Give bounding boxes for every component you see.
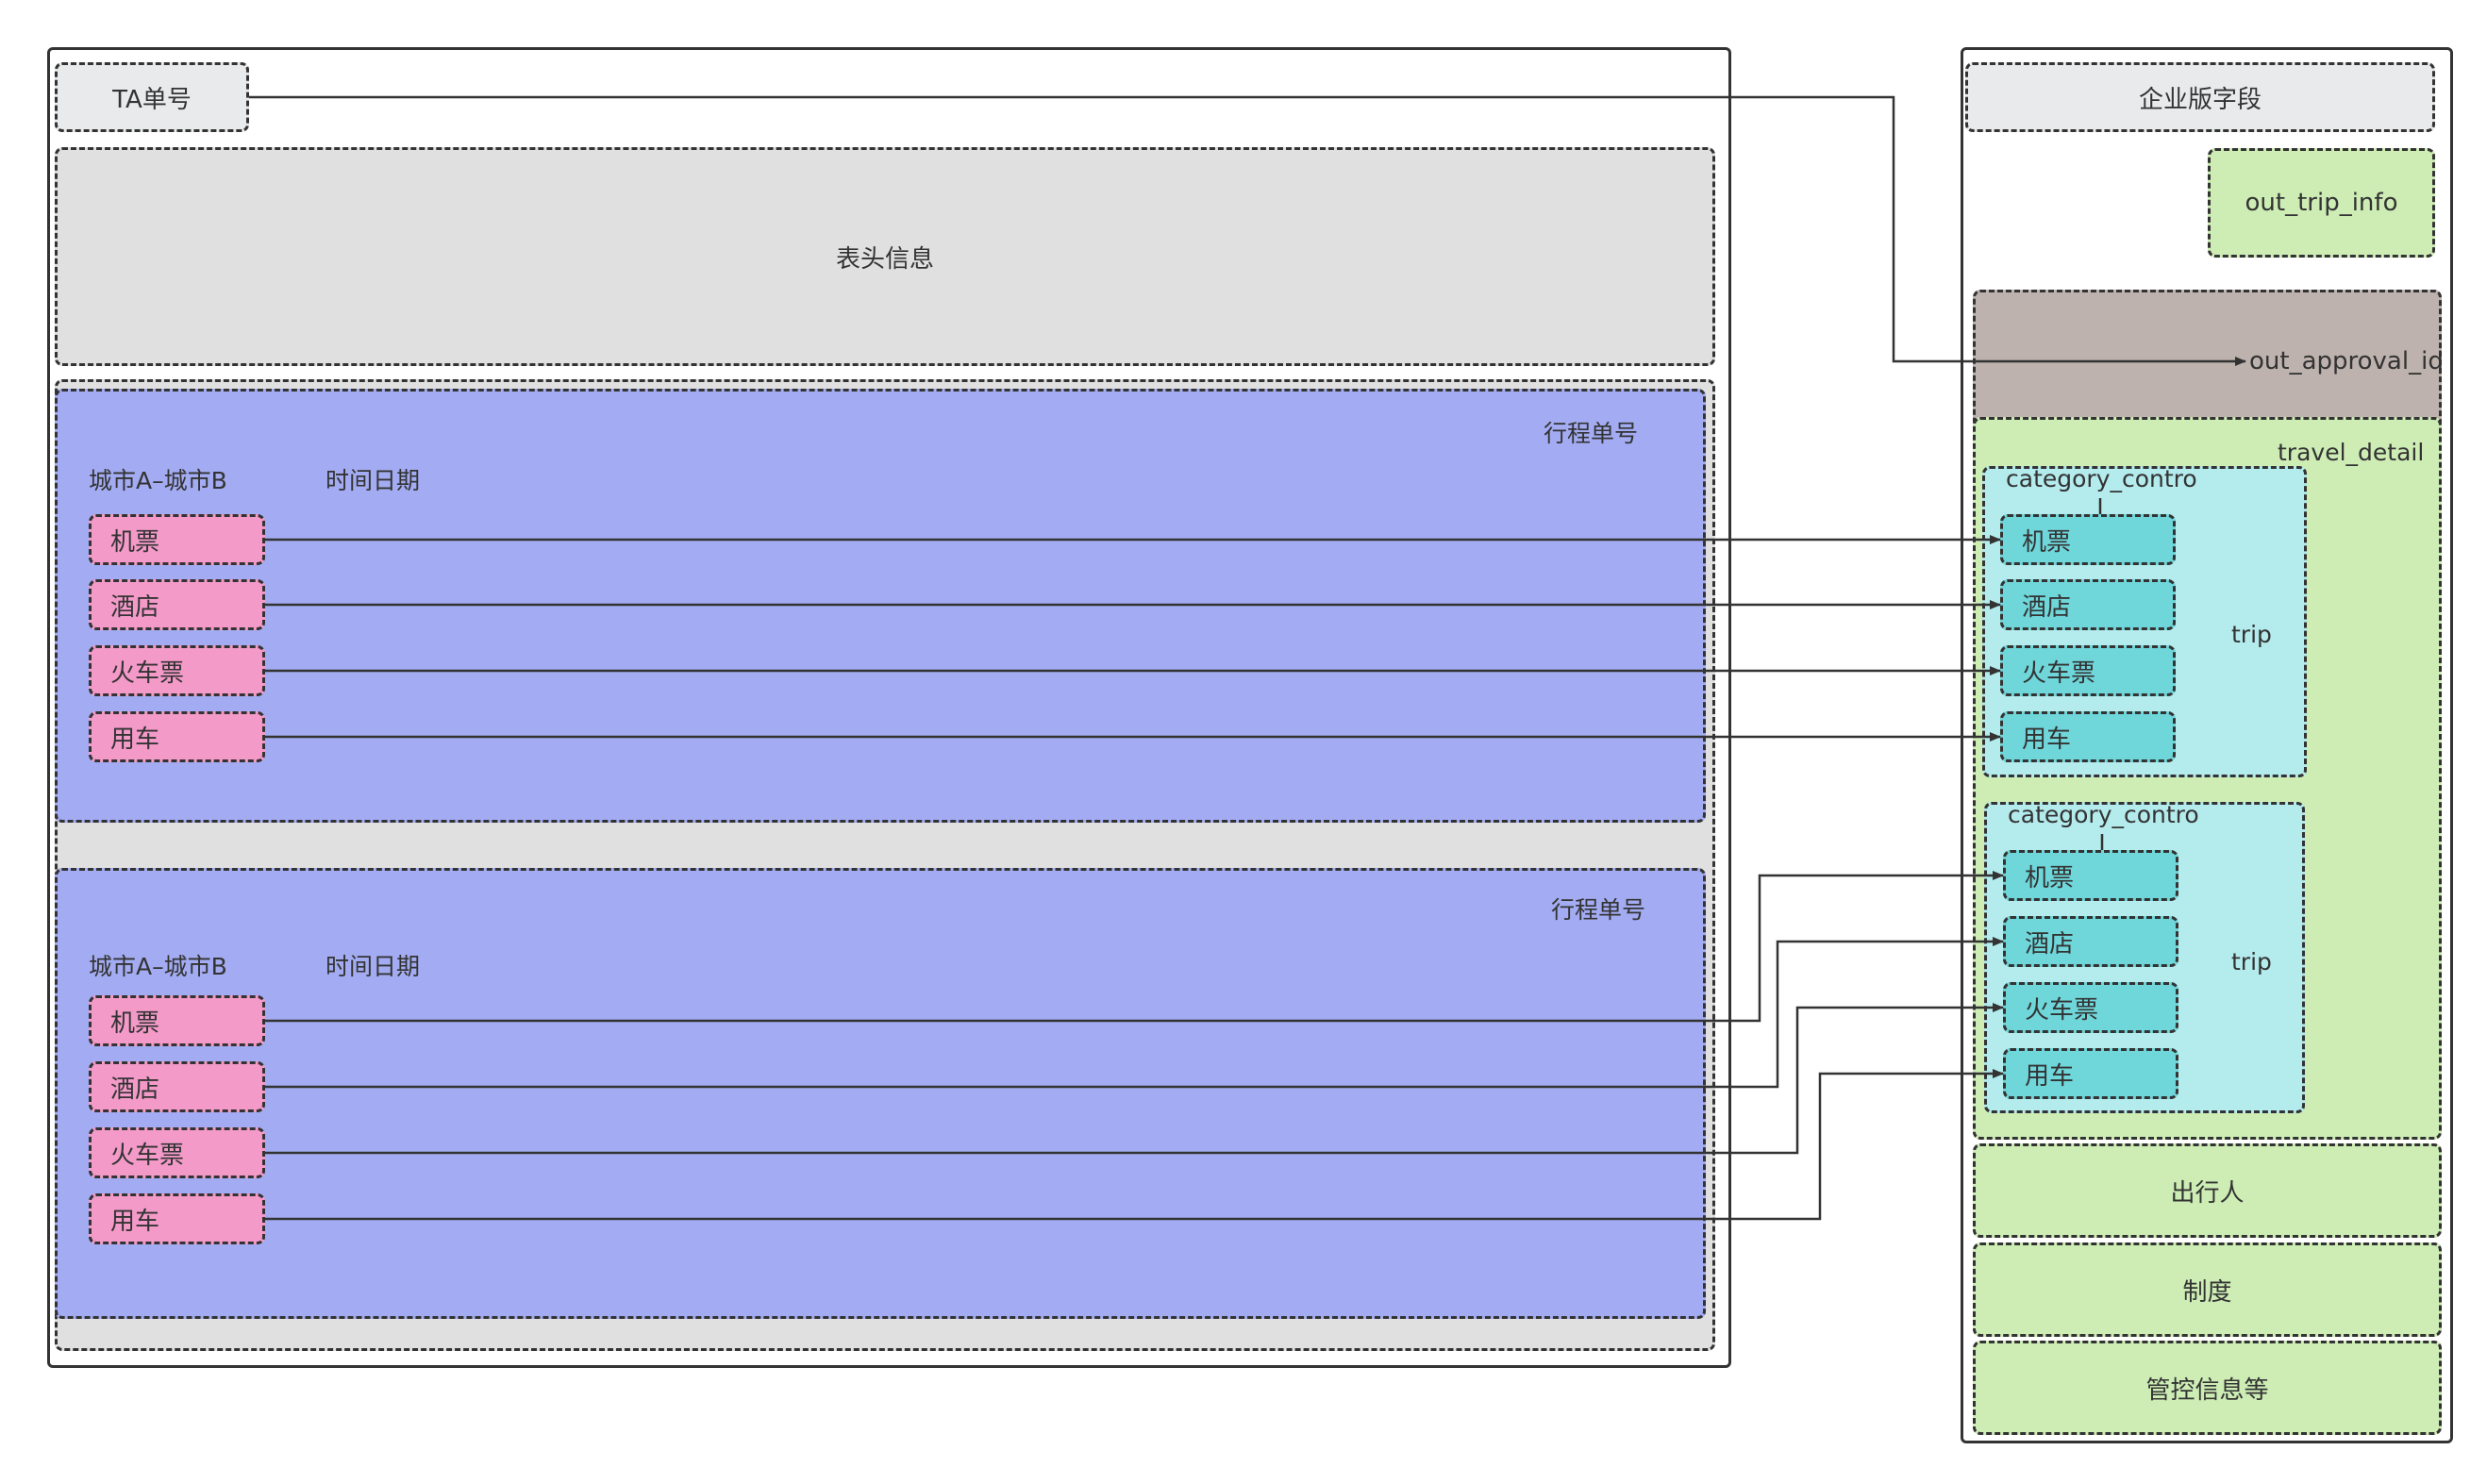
train-connector-2 xyxy=(265,1003,2004,1155)
right-trip-1-item-car: 用车 xyxy=(2000,711,2176,762)
out-approval-id-box xyxy=(1973,290,2442,429)
trip-1-date: 时间日期 xyxy=(325,467,421,494)
ta-number-label: TA单号 xyxy=(112,85,192,114)
trip-2-route: 城市A–城市B xyxy=(89,953,227,980)
right-trip-1-item-hotel: 酒店 xyxy=(2000,579,2176,630)
item-label: 用车 xyxy=(2022,725,2072,754)
ta-to-approval-connector xyxy=(249,95,2246,366)
trip-1-item-flight: 机票 xyxy=(89,514,265,565)
ta-number-box: TA单号 xyxy=(55,62,249,132)
trip-1-route: 城市A–城市B xyxy=(89,467,227,494)
out-trip-info-label: out_trip_info xyxy=(2245,189,2398,217)
trip-2-item-car: 用车 xyxy=(89,1193,265,1244)
traveler-box: 出行人 xyxy=(1973,1143,2442,1238)
item-label: 火车票 xyxy=(110,659,185,688)
trip-1-number-label: 行程单号 xyxy=(1544,420,1639,447)
policy-label: 制度 xyxy=(2182,1277,2232,1307)
item-label: 火车票 xyxy=(110,1141,185,1170)
item-label: 机票 xyxy=(110,527,160,557)
item-label: 用车 xyxy=(110,725,160,754)
trip-1-item-car: 用车 xyxy=(89,711,265,762)
control-info-box: 管控信息等 xyxy=(1973,1341,2442,1435)
item-label: 火车票 xyxy=(2022,659,2096,688)
out-approval-id-label: out_approval_id xyxy=(2249,347,2444,375)
hotel-connector-2 xyxy=(265,937,2004,1089)
item-label: 酒店 xyxy=(2025,929,2075,959)
trip-2-item-flight: 机票 xyxy=(89,995,265,1046)
control-info-label: 管控信息等 xyxy=(2145,1376,2269,1405)
flight-connector-2 xyxy=(265,871,2004,1023)
item-label: 机票 xyxy=(2022,527,2072,557)
right-trip-1-label: trip xyxy=(2231,621,2272,648)
item-label: 用车 xyxy=(110,1207,160,1236)
travel-detail-label: travel_detail xyxy=(2278,439,2425,466)
item-label: 酒店 xyxy=(2022,592,2072,622)
trip-block-2 xyxy=(55,868,1706,1319)
ta-panel xyxy=(47,47,1731,1368)
right-trip-2-item-car: 用车 xyxy=(2003,1048,2178,1099)
trip-2-number-label: 行程单号 xyxy=(1551,896,1646,924)
right-trip-1-item-flight: 机票 xyxy=(2000,514,2176,565)
header-info-box: 表头信息 xyxy=(55,147,1715,366)
trip-2-item-hotel: 酒店 xyxy=(89,1061,265,1112)
right-trip-2-label: trip xyxy=(2231,948,2272,975)
right-trip-2-item-flight: 机票 xyxy=(2003,850,2178,901)
trip-1-item-train: 火车票 xyxy=(89,645,265,696)
trip-1-item-hotel: 酒店 xyxy=(89,579,265,630)
header-info-label: 表头信息 xyxy=(835,244,934,274)
right-trip-2-item-train: 火车票 xyxy=(2003,982,2178,1033)
item-label: 火车票 xyxy=(2025,995,2099,1025)
right-trip-1-category: category_contro xyxy=(2006,465,2197,492)
right-trip-1-item-train: 火车票 xyxy=(2000,645,2176,696)
item-label: 酒店 xyxy=(110,592,160,622)
out-trip-info-box: out_trip_info xyxy=(2208,148,2435,258)
right-trip-2-category: category_contro xyxy=(2008,801,2199,828)
enterprise-fields-label: 企业版字段 xyxy=(2138,85,2262,114)
item-label: 机票 xyxy=(110,1009,160,1038)
enterprise-fields-box: 企业版字段 xyxy=(1965,62,2435,132)
traveler-label: 出行人 xyxy=(2170,1178,2245,1208)
item-label: 酒店 xyxy=(110,1075,160,1104)
car-connector-2 xyxy=(265,1069,2004,1221)
item-label: 用车 xyxy=(2025,1061,2075,1091)
trip-2-date: 时间日期 xyxy=(325,953,421,980)
policy-box: 制度 xyxy=(1973,1242,2442,1337)
trip-2-item-train: 火车票 xyxy=(89,1127,265,1178)
item-label: 机票 xyxy=(2025,863,2075,892)
enterprise-panel xyxy=(1961,47,2453,1443)
right-trip-2-item-hotel: 酒店 xyxy=(2003,916,2178,967)
